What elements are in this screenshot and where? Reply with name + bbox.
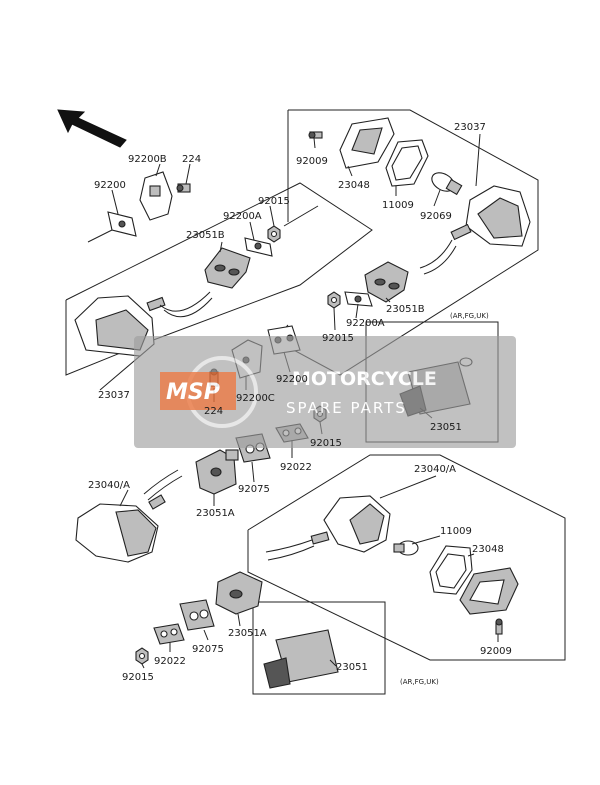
label-92009-top[interactable]: 92009 [296, 156, 328, 167]
label-224-top[interactable]: 224 [182, 154, 201, 165]
label-92200C[interactable]: 92200C [236, 393, 275, 404]
lens-23048-low[interactable] [459, 567, 519, 615]
label-23051B-right[interactable]: 23051B [386, 304, 425, 315]
plate-92200-top[interactable] [107, 211, 137, 237]
watermark-band [134, 336, 516, 448]
label-23037-right[interactable]: 23037 [454, 122, 486, 133]
label-92015-bottom[interactable]: 92015 [122, 672, 154, 683]
label-92200-mid[interactable]: 92200 [276, 374, 308, 385]
screw-224-top[interactable] [176, 183, 191, 193]
watermark-logo: MSP [166, 380, 220, 405]
assembly-outline-rear-right [247, 454, 566, 661]
turn-signal-23040A-right[interactable] [265, 495, 391, 561]
watermark: MSP MOTORCYCLE SPARE PARTS [134, 336, 516, 448]
label-92022-low[interactable]: 92022 [154, 656, 186, 667]
label-23040A-right[interactable]: 23040/A [414, 464, 456, 475]
screw-92009-top[interactable] [308, 131, 323, 139]
label-23051-upper[interactable]: 23051 [430, 422, 462, 433]
washer-92200A-mid[interactable] [344, 291, 373, 307]
label-11009-top[interactable]: 11009 [382, 200, 414, 211]
nut-92015-top[interactable] [267, 225, 281, 243]
label-92200B[interactable]: 92200B [128, 154, 167, 165]
bracket-92200B[interactable] [139, 171, 173, 221]
turn-signal-23040A-left[interactable] [75, 469, 183, 563]
socket-23051A-left[interactable] [195, 449, 239, 495]
nut-92015-mid[interactable] [327, 291, 341, 309]
label-92200A-top[interactable]: 92200A [223, 211, 262, 222]
label-23051-lower[interactable]: 23051 [336, 662, 368, 673]
label-23037-left[interactable]: 23037 [98, 390, 130, 401]
bulb-92069[interactable] [429, 169, 463, 196]
label-23051B-left[interactable]: 23051B [186, 230, 225, 241]
screw-92009-low[interactable] [495, 618, 503, 635]
label-92022-mid[interactable]: 92022 [280, 462, 312, 473]
label-23051A-left[interactable]: 23051A [196, 508, 235, 519]
spacer-92075-low[interactable] [179, 599, 215, 631]
label-92075-low[interactable]: 92075 [192, 644, 224, 655]
label-92069[interactable]: 92069 [420, 211, 452, 222]
label-92015-top[interactable]: 92015 [258, 196, 290, 207]
label-23048-top[interactable]: 23048 [338, 180, 370, 191]
region-note-lower: (AR,FG,UK) [400, 678, 439, 686]
socket-23051-lower[interactable] [263, 629, 339, 689]
turn-signal-23037-right[interactable] [419, 185, 531, 275]
gasket-11009-top[interactable] [385, 139, 429, 187]
region-note-upper: (AR,FG,UK) [450, 312, 489, 320]
label-92200-top[interactable]: 92200 [94, 180, 126, 191]
label-92075-mid[interactable]: 92075 [238, 484, 270, 495]
socket-23051A-low[interactable] [215, 571, 263, 615]
label-23040A-left[interactable]: 23040/A [88, 480, 130, 491]
bulb-11009-low[interactable] [393, 540, 419, 556]
front-direction-arrow-icon [57, 109, 127, 148]
socket-23051B-left[interactable] [204, 247, 251, 289]
socket-23051B-right[interactable] [364, 261, 409, 303]
label-92015-low[interactable]: 92015 [310, 438, 342, 449]
assembly-outline-front-left [65, 182, 373, 376]
watermark-line2: SPARE PARTS [286, 399, 407, 417]
lens-23048-top[interactable] [339, 117, 395, 169]
watermark-logo-box [160, 372, 236, 410]
label-92200A-mid[interactable]: 92200A [346, 318, 385, 329]
nut-92015-bottom[interactable] [135, 647, 149, 665]
gasket-92022-low[interactable] [153, 623, 185, 645]
label-23051A-low[interactable]: 23051A [228, 628, 267, 639]
gasket-11009-low[interactable] [429, 545, 473, 595]
label-23048-low[interactable]: 23048 [472, 544, 504, 555]
region-box-lower [252, 601, 386, 695]
label-224-mid[interactable]: 224 [204, 406, 223, 417]
label-92009-low[interactable]: 92009 [480, 646, 512, 657]
washer-92200A-top[interactable] [244, 237, 273, 257]
watermark-line1: MOTORCYCLE [292, 368, 437, 390]
part-labels: 92200B 224 92200 92015 92200A 23051B 230… [88, 122, 512, 686]
label-11009-low[interactable]: 11009 [440, 526, 472, 537]
label-92015-mid[interactable]: 92015 [322, 333, 354, 344]
